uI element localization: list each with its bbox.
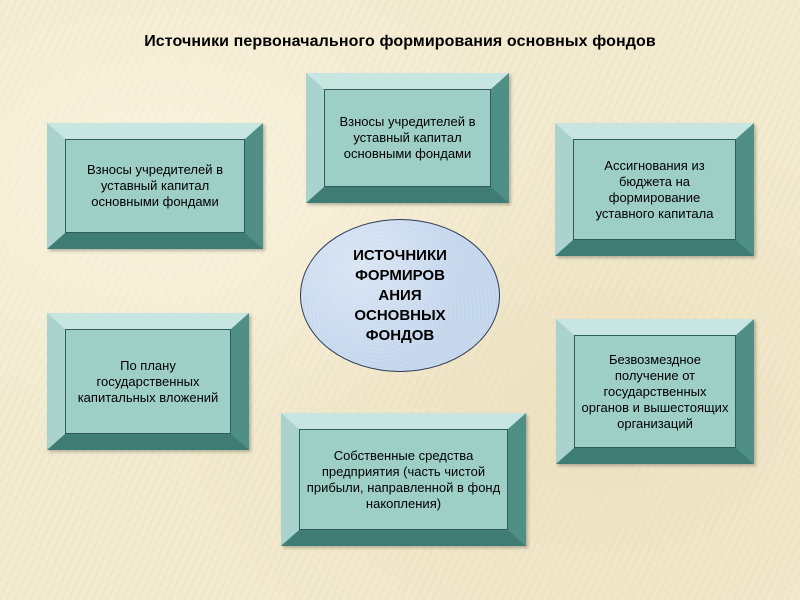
source-box-own-funds-text: Собственные средства предприятия (часть … — [299, 429, 508, 530]
center-ellipse-text: ИСТОЧНИКИ ФОРМИРОВ АНИЯ ОСНОВНЫХ ФОНДОВ — [335, 246, 465, 346]
source-box-budget-allocations-text: Ассигнования из бюджета на формирование … — [573, 139, 736, 240]
center-line-3: АНИЯ — [378, 286, 422, 304]
center-line-1: ИСТОЧНИКИ — [353, 246, 447, 264]
center-line-2: ФОРМИРОВ — [355, 266, 445, 284]
center-ellipse: ИСТОЧНИКИ ФОРМИРОВ АНИЯ ОСНОВНЫХ ФОНДОВ — [300, 219, 500, 372]
center-line-4: ОСНОВНЫХ — [354, 306, 446, 324]
source-box-founders-contribution-top-text: Взносы учредителей в уставный капитал ос… — [324, 89, 491, 187]
source-box-free-receipt-text: Безвозмездное получение от государственн… — [574, 335, 736, 448]
page-title: Источники первоначального формирования о… — [144, 33, 656, 50]
source-box-state-capital-investments-text: По плану государственных капитальных вло… — [65, 329, 231, 434]
center-line-5: ФОНДОВ — [365, 326, 435, 344]
source-box-founders-contribution-left-text: Взносы учредителей в уставный капитал ос… — [65, 139, 245, 233]
